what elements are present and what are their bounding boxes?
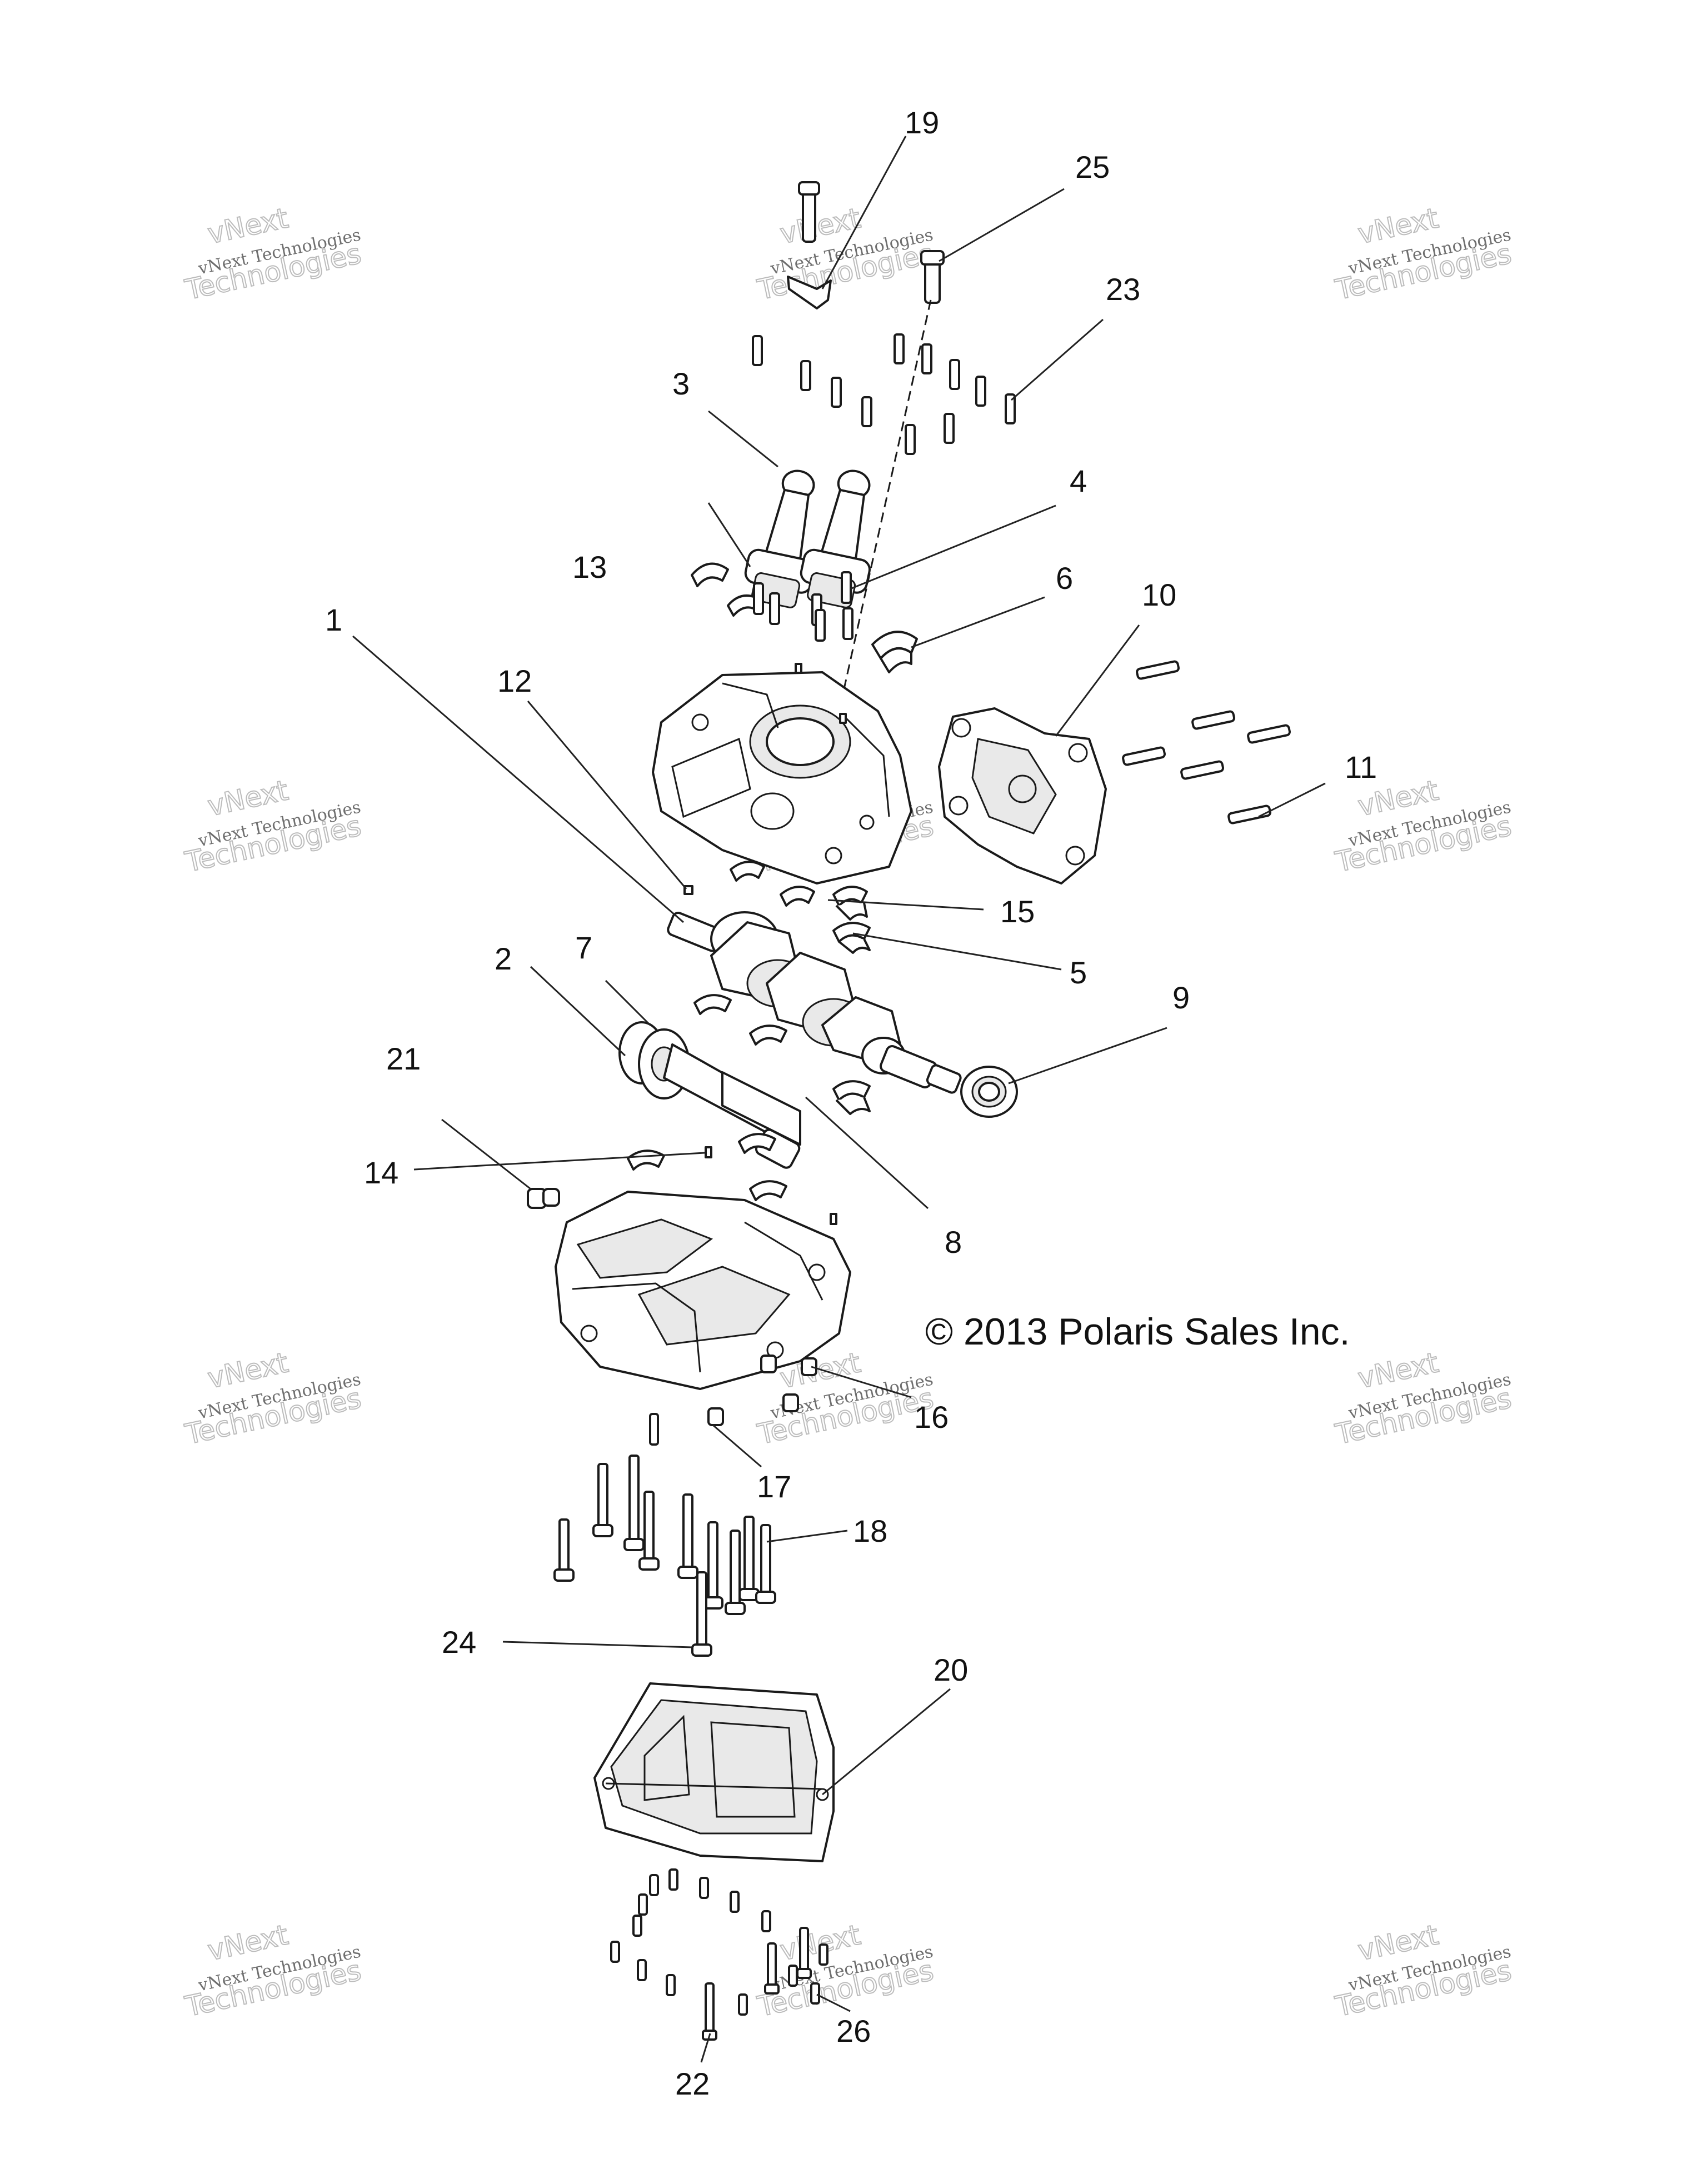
callout-3: 3 bbox=[672, 366, 690, 401]
callout-17: 17 bbox=[757, 1469, 791, 1504]
callout-21: 21 bbox=[386, 1041, 421, 1076]
crankshaft-1 bbox=[667, 911, 962, 1094]
callout-19: 19 bbox=[905, 105, 939, 140]
callout-26: 26 bbox=[836, 2013, 871, 2048]
callout-10: 10 bbox=[1142, 577, 1176, 612]
upper-crankcase-13 bbox=[652, 663, 912, 884]
callout-1: 1 bbox=[325, 602, 342, 637]
callout-7: 7 bbox=[575, 930, 592, 965]
callout-18: 18 bbox=[853, 1513, 887, 1548]
callout-6: 6 bbox=[1056, 561, 1073, 596]
pan-bolts-22-26 bbox=[610, 1868, 828, 2041]
rod-bearings-and-bolts bbox=[691, 562, 854, 642]
callout-14: 14 bbox=[364, 1155, 398, 1190]
small-bolt-array bbox=[752, 333, 1016, 455]
callout-2: 2 bbox=[495, 941, 512, 976]
callout-24: 24 bbox=[442, 1625, 476, 1660]
callout-12: 12 bbox=[497, 663, 532, 698]
callout-20: 20 bbox=[934, 1652, 968, 1687]
cam-carrier-10 bbox=[938, 707, 1107, 884]
crankcase-bolts-18-24 bbox=[553, 1413, 776, 1657]
callout-8: 8 bbox=[945, 1225, 962, 1260]
lower-crankcase bbox=[555, 1191, 851, 1390]
callout-4: 4 bbox=[1070, 463, 1087, 498]
main-bearings-15-5 bbox=[683, 861, 871, 954]
callout-11: 11 bbox=[1345, 749, 1377, 784]
callout-13: 13 bbox=[572, 549, 607, 584]
callout-22: 22 bbox=[675, 2066, 710, 2101]
cam-carrier-bolts-11 bbox=[1122, 660, 1291, 824]
oil-pan-20 bbox=[593, 1682, 835, 1862]
callout-23: 23 bbox=[1106, 272, 1140, 307]
balance-shaft-2-7 bbox=[618, 1021, 801, 1201]
callout-16: 16 bbox=[914, 1400, 949, 1435]
callout-labels: 19 25 23 3 4 13 6 10 1 12 11 15 7 2 5 9 … bbox=[325, 105, 1377, 2101]
copyright-notice: © 2013 Polaris Sales Inc. bbox=[925, 1311, 1350, 1353]
leader-lines bbox=[352, 136, 1326, 2063]
main-bearings-8 bbox=[693, 994, 871, 1115]
oil-seal-9 bbox=[960, 1066, 1018, 1118]
callout-5: 5 bbox=[1070, 955, 1087, 990]
callout-25: 25 bbox=[1075, 149, 1110, 184]
dowel-pins-21 bbox=[527, 1188, 560, 1209]
top-bolt-group bbox=[787, 181, 945, 712]
dowels-16-17 bbox=[707, 1355, 817, 1426]
callout-15: 15 bbox=[1000, 894, 1035, 929]
callout-9: 9 bbox=[1172, 980, 1190, 1015]
